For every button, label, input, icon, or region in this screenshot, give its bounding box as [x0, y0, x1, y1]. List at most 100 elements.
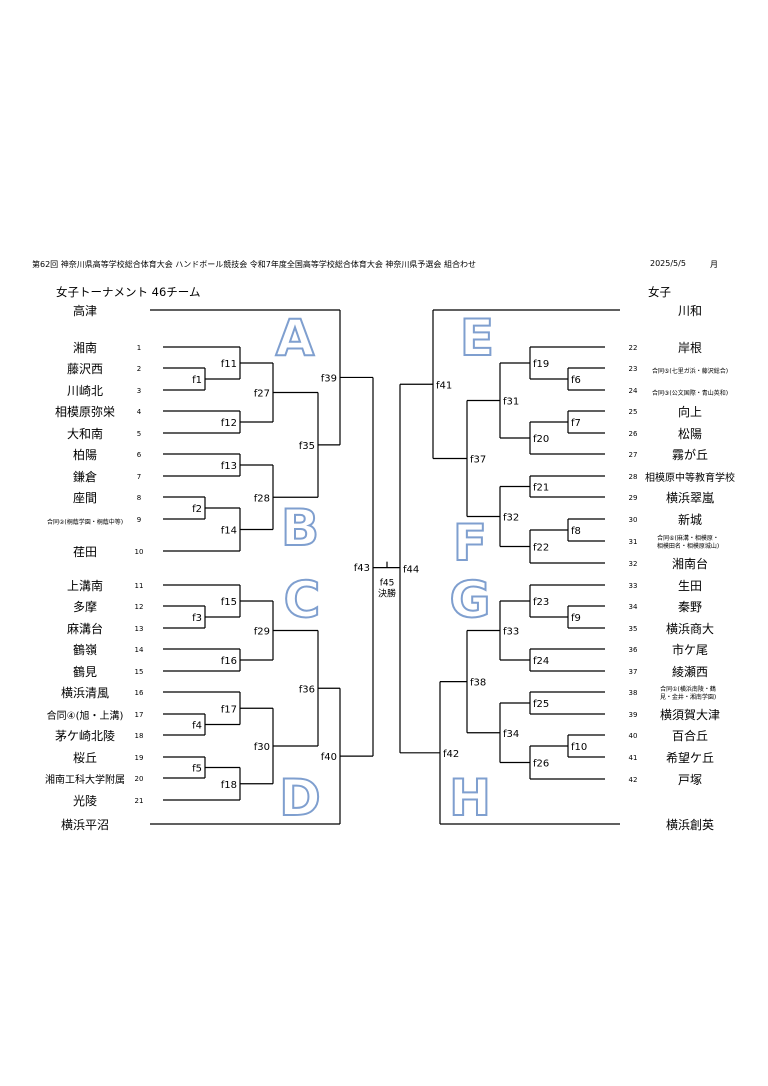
match-label-f12: f12: [221, 418, 237, 429]
team-name: 麻溝台: [67, 621, 103, 636]
seed-number: 3: [137, 387, 141, 395]
seed-number: 39: [629, 711, 638, 719]
seed-number: 41: [629, 754, 638, 762]
team-name: 藤沢西: [67, 362, 103, 376]
seed-number: 33: [629, 582, 638, 590]
team-name: 生田: [678, 579, 702, 593]
seed-number: 10: [135, 548, 144, 556]
team-name: 新城: [678, 512, 702, 527]
block-letter-B: B: [281, 499, 319, 557]
seed-number: 7: [137, 473, 141, 481]
team-name: 合同⑤(七里ガ浜・藤沢総合): [652, 367, 728, 375]
match-label-f44: f44: [403, 565, 419, 576]
team-name: 鶴嶺: [73, 642, 97, 657]
match-label-f16: f16: [221, 656, 237, 667]
team-name: 川和: [678, 304, 702, 318]
seed-number: 26: [629, 430, 638, 438]
team-name: 横浜商大: [666, 621, 714, 636]
match-label-f24: f24: [533, 656, 549, 667]
block-letter-C: C: [284, 571, 321, 629]
team-name: 合同②(桐蔭学園・桐蔭中等): [47, 518, 123, 526]
seed-number: 37: [629, 668, 638, 676]
sheet-date: 2025/5/5: [650, 259, 686, 268]
team-name: 湘南台: [672, 556, 708, 571]
team-name: 柏陽: [73, 447, 97, 462]
match-label-f43: f43: [354, 563, 370, 574]
seed-number: 13: [135, 625, 144, 633]
seed-number: 31: [629, 538, 638, 546]
match-label-f21: f21: [533, 483, 549, 494]
match-label-f27: f27: [254, 389, 270, 400]
seed-number: 20: [135, 775, 144, 783]
match-label-f34: f34: [503, 729, 519, 740]
seed-number: 38: [629, 689, 638, 697]
team-name: 横須賀大津: [660, 708, 720, 722]
seed-number: 1: [137, 344, 141, 352]
team-name: 湘南工科大学附属: [45, 773, 125, 786]
seed-number: 18: [135, 732, 144, 740]
seed-number: 34: [629, 603, 638, 611]
team-name: 綾瀬西: [672, 664, 708, 679]
team-name: 横浜翠嵐: [666, 491, 714, 505]
match-label-f39: f39: [321, 373, 337, 384]
match-label-f22: f22: [533, 543, 549, 554]
final-match-label: f45: [380, 579, 395, 589]
match-label-f10: f10: [571, 742, 587, 753]
match-label-f17: f17: [221, 704, 237, 715]
team-name: 鶴見: [73, 664, 97, 679]
team-name: 松陽: [678, 427, 702, 441]
match-label-f33: f33: [503, 627, 519, 638]
team-name: 湘南: [73, 340, 97, 355]
team-name: 横浜創英: [666, 818, 714, 832]
team-name: 相模田名・相模原城山): [657, 542, 719, 550]
team-name: 相模原弥栄: [55, 404, 115, 419]
left-title: 女子トーナメント 46チーム: [56, 285, 201, 299]
team-name: 合同⑥(麻溝・相模原・: [657, 534, 719, 542]
team-name: 秦野: [678, 600, 702, 614]
team-name: 座間: [73, 490, 97, 505]
match-label-f41: f41: [436, 380, 452, 391]
match-label-f42: f42: [443, 749, 459, 760]
seed-number: 22: [629, 344, 638, 352]
final-label: 決勝: [378, 588, 396, 600]
match-label-f5: f5: [192, 764, 202, 775]
seed-number: 6: [137, 451, 142, 459]
seed-number: 11: [135, 582, 144, 590]
seed-number: 17: [135, 711, 144, 719]
seed-number: 14: [135, 646, 144, 654]
seed-number: 19: [135, 754, 144, 762]
seed-number: 28: [629, 473, 638, 481]
seed-number: 5: [137, 430, 141, 438]
right-title: 女子: [648, 285, 671, 299]
match-label-f32: f32: [503, 513, 519, 524]
seed-number: 24: [629, 387, 638, 395]
match-label-f40: f40: [321, 752, 337, 763]
seed-number: 40: [629, 732, 638, 740]
seed-number: 23: [629, 365, 638, 373]
match-label-f29: f29: [254, 627, 270, 638]
seed-number: 21: [135, 797, 144, 805]
match-label-f2: f2: [192, 504, 202, 515]
seed-number: 30: [629, 516, 638, 524]
match-label-f4: f4: [192, 721, 202, 732]
team-name: 横浜清風: [61, 686, 109, 700]
seed-number: 29: [629, 494, 638, 502]
team-name: 百合丘: [672, 728, 708, 743]
seed-number: 35: [629, 625, 638, 633]
match-label-f11: f11: [221, 359, 237, 370]
match-label-f9: f9: [571, 613, 581, 624]
match-label-f23: f23: [533, 597, 549, 608]
team-name: 霧が丘: [672, 447, 708, 462]
team-name: 多摩: [73, 599, 97, 614]
match-label-f3: f3: [192, 613, 202, 624]
match-label-f13: f13: [221, 461, 237, 472]
block-letter-E: E: [460, 309, 494, 367]
block-letter-G: G: [449, 571, 490, 629]
sheet-weekday: 月: [710, 260, 718, 269]
seed-number: 15: [135, 668, 144, 676]
seed-number: 32: [629, 560, 638, 568]
match-label-f25: f25: [533, 699, 549, 710]
match-label-f14: f14: [221, 526, 237, 537]
seed-number: 36: [629, 646, 638, 654]
